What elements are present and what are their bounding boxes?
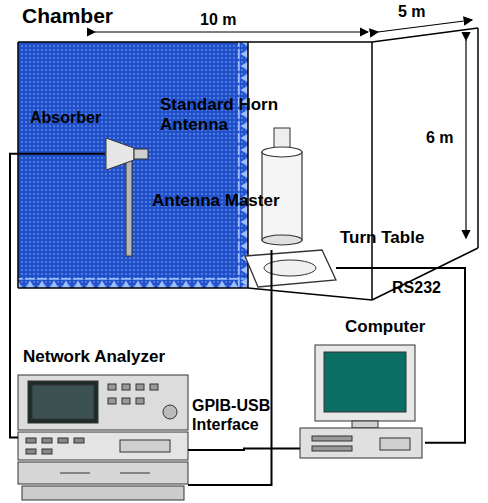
node-text: Chamber	[22, 4, 222, 28]
node-text: Turn Table	[340, 228, 450, 248]
cable-line	[10, 154, 105, 438]
dimension-label: 10 m	[200, 10, 260, 29]
network-analyzer-symbol	[18, 375, 188, 500]
dimension-label: 5 m	[398, 2, 448, 21]
node-text: Standard Horn Antenna	[160, 95, 300, 135]
cable-line	[188, 250, 272, 485]
cable-label: RS232	[392, 278, 462, 297]
antenna-master-symbol	[262, 128, 302, 245]
node-text: Network Analyzer	[23, 347, 223, 367]
chamber-outline	[18, 28, 478, 300]
absorber-wall	[18, 42, 248, 288]
cable-label: GPIB-USB Interface	[192, 396, 302, 434]
antenna-master-box: Antenna Master	[255, 125, 310, 250]
chamber-box: ChamberStandard Horn AntennaAntenna Mast…	[18, 42, 478, 310]
horn-antenna-symbol	[106, 138, 148, 256]
absorber-cones	[18, 278, 248, 288]
turn-table-symbol	[245, 250, 336, 287]
node-text: Antenna Master	[152, 191, 282, 211]
computer-box: Computer	[300, 345, 425, 460]
cable-line	[336, 268, 465, 443]
node-text: Computer	[345, 317, 465, 337]
absorber-cones	[238, 42, 248, 288]
part-label: Absorber	[30, 108, 130, 127]
turn-table-box: Turn Table	[240, 248, 336, 288]
computer-symbol	[300, 345, 422, 458]
cable-line	[188, 449, 300, 451]
instrument-box: Network Analyzer	[18, 375, 188, 500]
antenna-box: Standard Horn Antenna	[105, 135, 155, 260]
dimension-label: 6 m	[426, 128, 466, 147]
